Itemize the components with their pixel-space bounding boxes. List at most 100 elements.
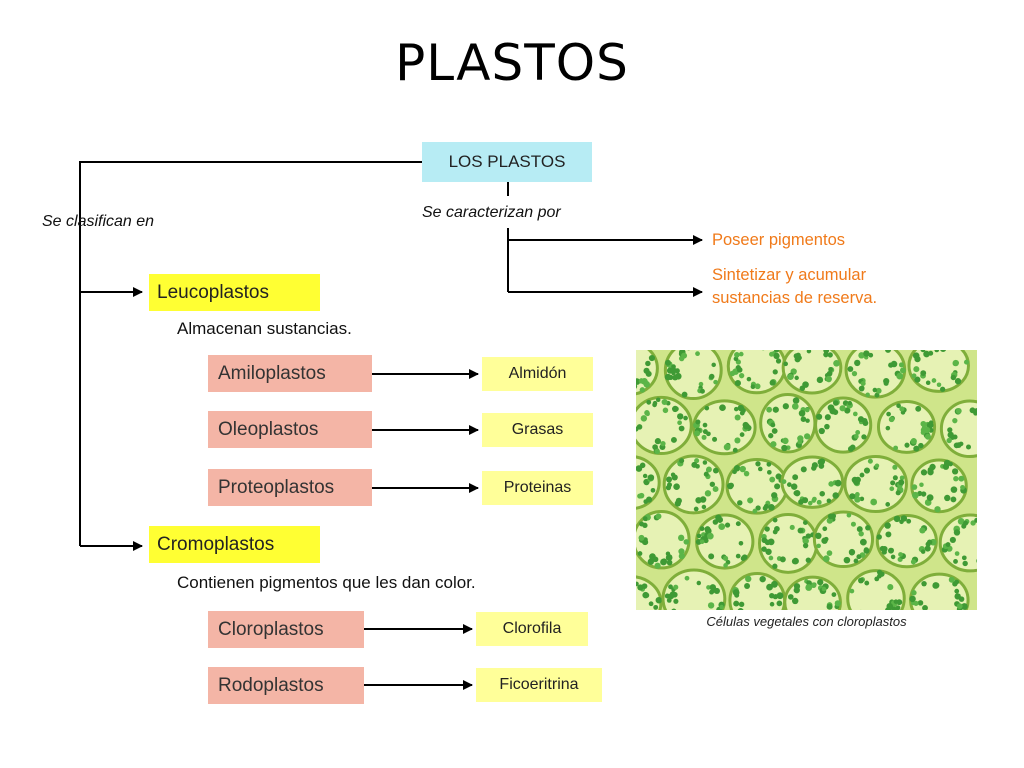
chloroplast-dot xyxy=(953,559,958,564)
chloroplast-dot xyxy=(858,385,865,392)
chloroplast-dot xyxy=(769,601,775,607)
chloroplast-dot xyxy=(920,469,928,476)
chloroplast-dot xyxy=(874,463,880,468)
chloroplast-dot xyxy=(732,447,738,453)
chloroplast-dot xyxy=(969,407,976,414)
chloroplast-dot xyxy=(767,470,772,475)
chloroplast-dot xyxy=(661,558,668,564)
chloroplast-dot xyxy=(889,486,895,492)
chloroplast-dot xyxy=(920,426,928,434)
chloroplast-dot xyxy=(787,373,794,381)
chloroplast-dot xyxy=(900,515,908,522)
chloroplast-dot xyxy=(863,467,871,474)
chloroplast-dot xyxy=(864,580,870,586)
chloroplast-dot xyxy=(928,350,934,356)
chloroplast-dot xyxy=(774,526,780,532)
plant-cell xyxy=(938,513,977,573)
chloroplast-dot xyxy=(833,359,840,367)
chloroplast-dot xyxy=(928,420,934,425)
chloroplast-dot xyxy=(719,404,726,412)
plant-cell xyxy=(636,395,693,456)
chloroplast-dot xyxy=(843,556,851,564)
chloroplast-dot xyxy=(781,444,788,452)
chloroplast-dot xyxy=(770,422,776,428)
chloroplast-dot xyxy=(802,381,809,388)
chloroplast-dot xyxy=(737,608,744,610)
chloroplast-dot xyxy=(802,537,809,545)
chloroplast-dot xyxy=(816,376,824,384)
chloroplast-dot xyxy=(934,350,940,353)
chloroplast-dot xyxy=(940,386,946,392)
chloroplast-dot xyxy=(648,601,654,607)
chloroplast-dot xyxy=(914,376,921,383)
chloroplast-dot xyxy=(854,434,859,439)
chloroplast-dot xyxy=(643,381,651,388)
chloroplast-dot xyxy=(755,505,761,511)
chloroplast-dot xyxy=(805,584,813,591)
chloroplast-dot xyxy=(791,558,798,565)
chloroplast-dot xyxy=(885,425,891,431)
chloroplast-dot xyxy=(773,350,780,353)
chloroplast-dot xyxy=(862,420,869,426)
chloroplast-dot xyxy=(638,378,645,384)
product-node-clorofila: Clorofila xyxy=(476,612,588,646)
chloroplast-dot xyxy=(943,459,951,467)
chloroplast-dot xyxy=(695,351,700,357)
chloroplast-dot xyxy=(824,423,830,430)
chloroplast-dot xyxy=(704,526,711,533)
chloroplast-dot xyxy=(712,467,719,474)
chloroplast-dot xyxy=(768,433,774,439)
chloroplast-dot xyxy=(761,546,767,552)
chloroplast-dot xyxy=(847,446,854,452)
chloroplast-dot xyxy=(805,418,810,423)
chloroplast-dot xyxy=(927,539,933,545)
chloroplast-dot xyxy=(766,583,773,591)
chloroplast-dot xyxy=(890,554,896,560)
chloroplast-dot xyxy=(781,479,787,484)
chloroplast-dot xyxy=(670,436,677,443)
chloroplast-dot xyxy=(931,378,937,383)
chloroplast-dot xyxy=(827,352,833,358)
chloroplast-dot xyxy=(739,432,745,438)
chloroplast-dot xyxy=(727,482,734,490)
chloroplast-dot xyxy=(769,379,776,386)
chloroplast-dot xyxy=(852,411,858,417)
chloroplast-dot xyxy=(945,542,951,548)
chloroplast-dot xyxy=(673,598,679,604)
chloroplast-dot xyxy=(970,520,976,526)
chloroplast-dot xyxy=(718,523,726,530)
chloroplast-dot xyxy=(885,502,891,507)
chloroplast-dot xyxy=(708,553,715,560)
chloroplast-dot xyxy=(960,485,965,490)
chloroplast-dot xyxy=(822,526,828,532)
chloroplast-dot xyxy=(832,409,839,415)
chloroplast-dot xyxy=(904,442,910,448)
chloroplast-dot xyxy=(850,521,856,527)
plant-cell xyxy=(636,510,691,570)
characteristic-reserve-line1: Sintetizar y acumular xyxy=(712,266,867,284)
product-node-ficoeritrina: Ficoeritrina xyxy=(476,668,602,702)
chloroplast-dot xyxy=(734,352,740,358)
chloroplast-dot xyxy=(761,537,768,544)
chloroplast-dot xyxy=(934,506,941,513)
chloroplast-dot xyxy=(884,522,891,529)
chloroplast-dot xyxy=(826,603,833,610)
class-node-cromoplastos: Cromoplastos xyxy=(149,526,320,563)
chloroplast-dot xyxy=(779,556,786,563)
chloroplast-dot xyxy=(847,366,854,372)
subtype-node-rodoplastos: Rodoplastos xyxy=(208,667,364,704)
chloroplast-dot xyxy=(963,359,970,365)
chloroplast-dot xyxy=(811,498,817,503)
chloroplast-dot xyxy=(920,350,926,353)
chloroplast-dot xyxy=(712,519,719,525)
chloroplast-dot xyxy=(911,373,917,379)
chloroplast-dot xyxy=(816,499,822,505)
chloroplast-dot xyxy=(858,577,864,584)
chloroplast-dot xyxy=(734,414,741,421)
chloroplast-dot xyxy=(669,366,677,374)
chloroplast-dot xyxy=(772,406,779,413)
chloroplast-dot xyxy=(677,413,684,420)
chloroplast-dot xyxy=(790,483,798,490)
chloroplast-dot xyxy=(898,552,903,557)
chloroplast-dot xyxy=(798,409,806,417)
